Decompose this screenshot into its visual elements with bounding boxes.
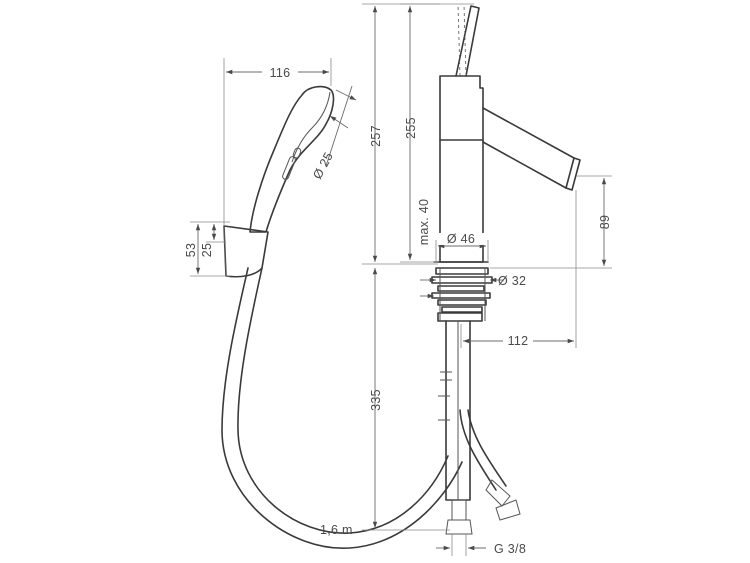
dim-base-diameter-label: Ø 46 xyxy=(447,232,475,246)
dim-hole-diameter-label: Ø 32 xyxy=(498,274,526,288)
dim-diameter-32 xyxy=(420,277,504,299)
dim-connection-thread-label: G 3/8 xyxy=(494,542,526,556)
dim-lift-rod-label: max. 40 xyxy=(417,199,431,246)
hand-shower xyxy=(249,85,335,233)
dim-spout-height-label: 255 xyxy=(404,117,418,139)
shower-hose xyxy=(221,267,463,549)
dim-diameter-46 xyxy=(435,233,489,262)
mixer-body xyxy=(433,75,581,263)
dim-255 xyxy=(400,3,440,263)
dim-hose-length-label: 1,6 m xyxy=(320,523,353,537)
dim-53-25 xyxy=(190,221,230,277)
supply-hoses xyxy=(438,320,521,535)
dim-89 xyxy=(490,175,612,269)
dim-holder-inner-label: 25 xyxy=(200,243,214,258)
dim-spout-outlet-height-label: 89 xyxy=(598,215,612,230)
dim-below-counter-label: 335 xyxy=(369,389,383,411)
lift-rod xyxy=(455,3,480,77)
dim-handshower-width-label: 116 xyxy=(270,66,291,80)
dim-g38 xyxy=(436,534,486,556)
dim-spray-diameter-label: Ø 25 xyxy=(310,150,336,182)
dim-112 xyxy=(460,190,577,348)
dim-total-height-label: 257 xyxy=(369,125,383,147)
dim-diameter-25 xyxy=(325,85,357,167)
dim-116 xyxy=(223,58,332,226)
dim-spout-projection-label: 112 xyxy=(508,334,529,348)
mounting-set xyxy=(431,267,493,322)
dim-335 xyxy=(362,268,450,531)
dim-holder-height-label: 53 xyxy=(184,243,198,258)
